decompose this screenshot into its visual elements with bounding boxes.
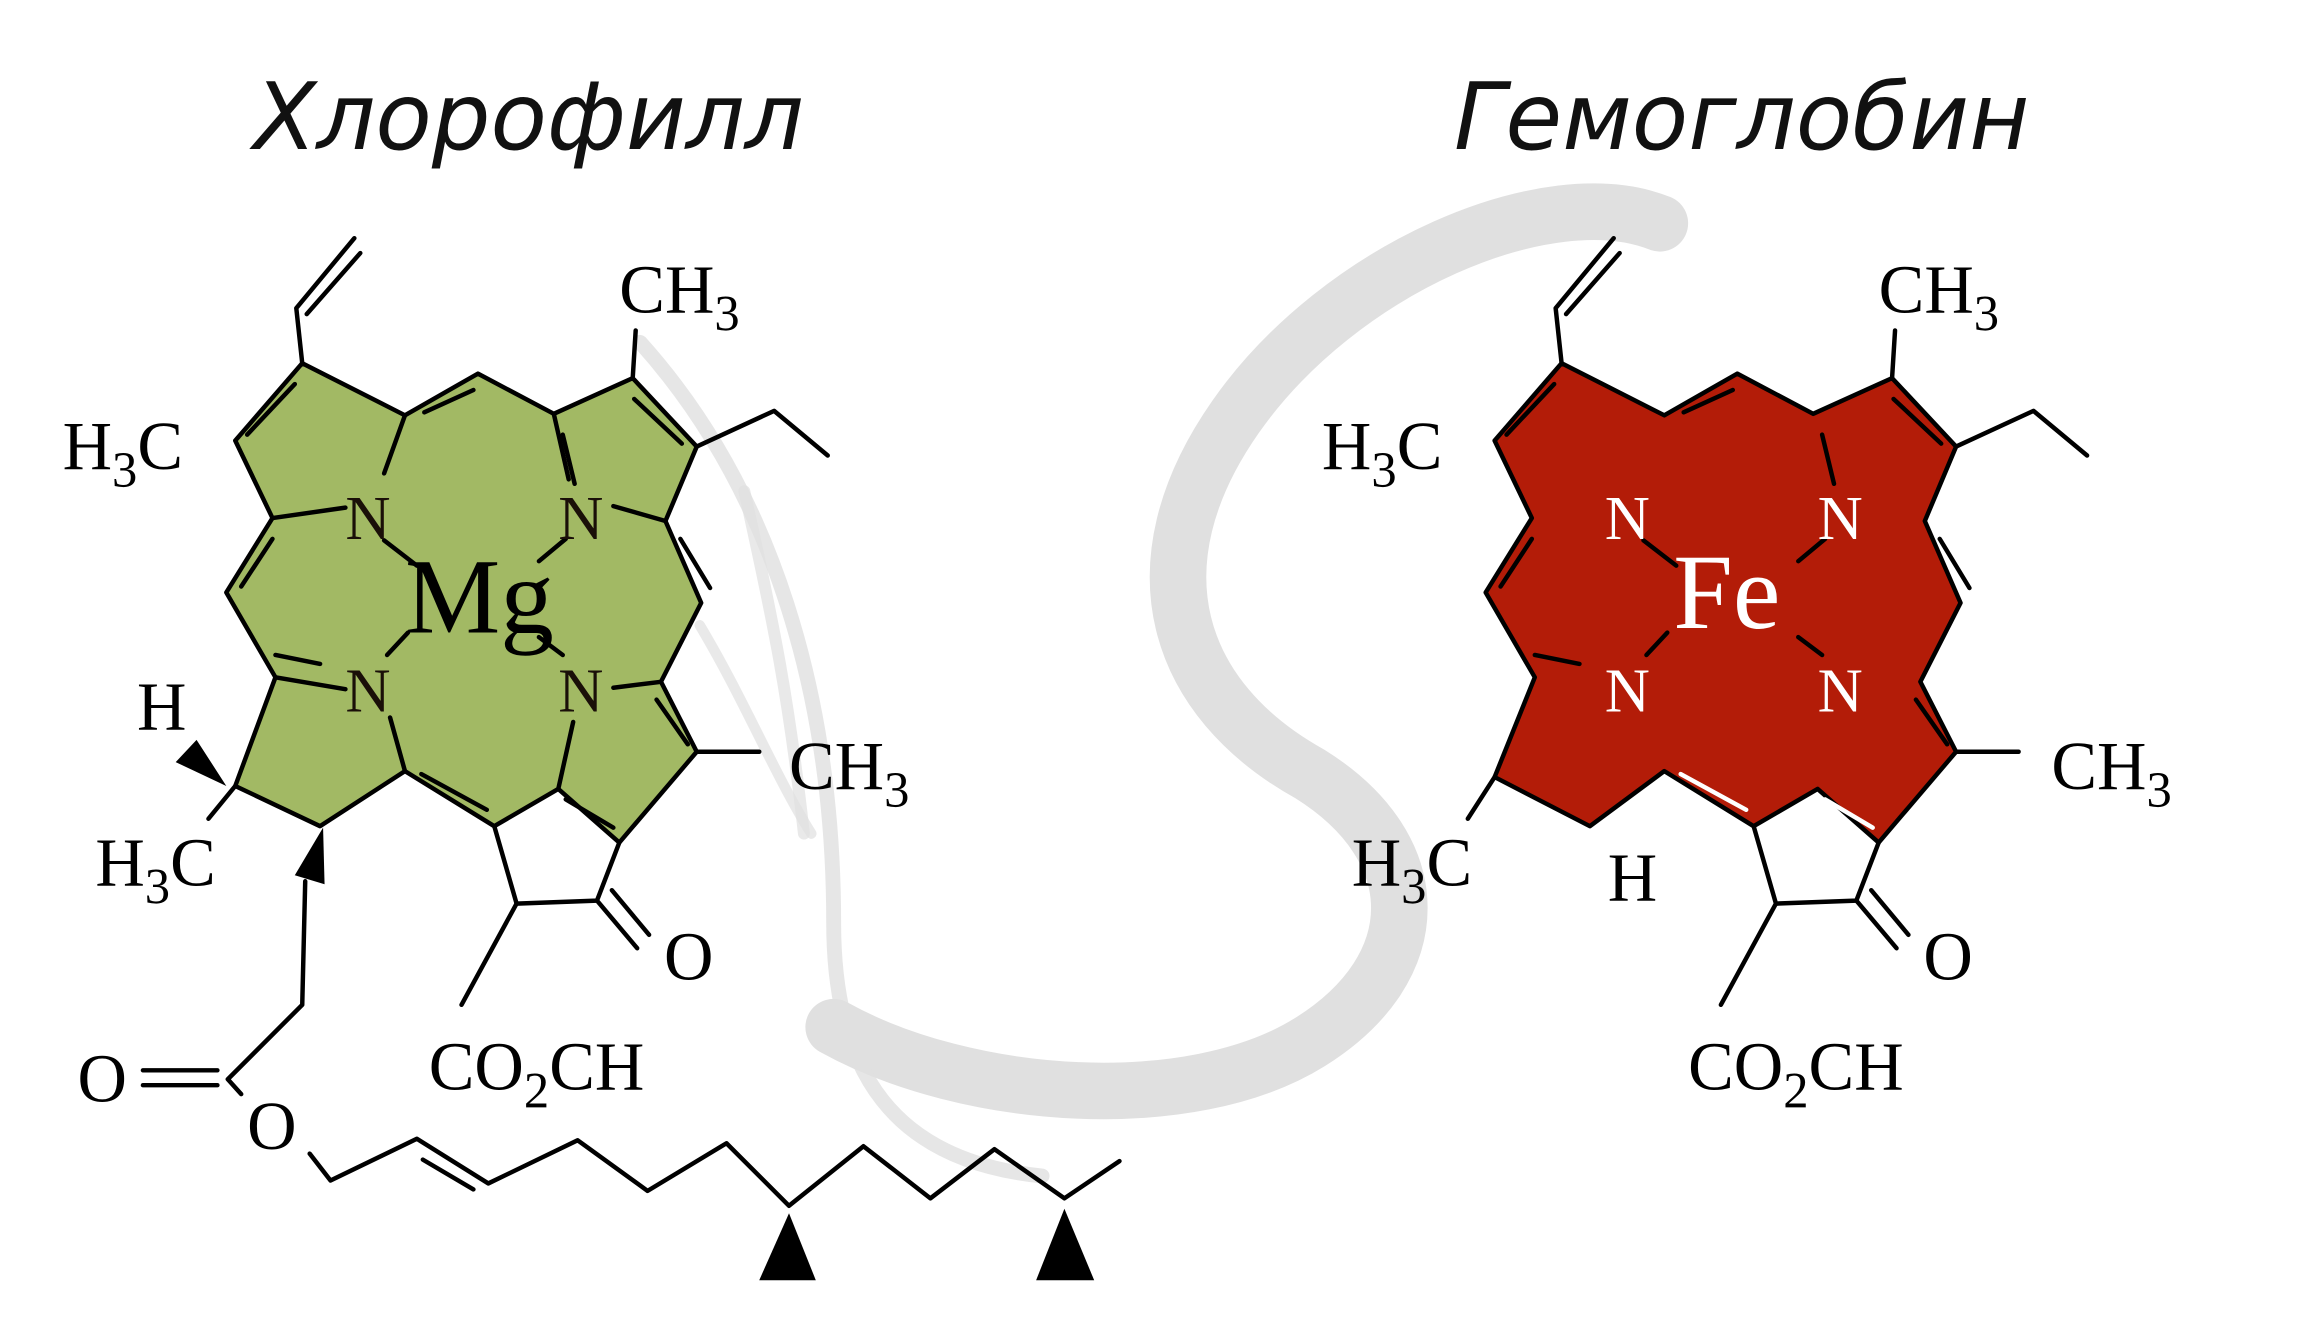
h3c-left-label: H3C [1322, 408, 1442, 498]
h-label: H [137, 668, 186, 744]
chlorophyll-molecule: N N N N Mg CH3 H3C H H3C CH3 O CO2CH O O [63, 235, 1122, 1281]
leaf-watermark-icon [632, 183, 1689, 1184]
stereo-wedge-h [175, 739, 227, 786]
h3c-bottom-label: H3C [95, 825, 215, 915]
nitrogen-label: N [558, 483, 603, 553]
hemoglobin-title: Гемоглобин [1454, 63, 2029, 171]
ketone-o-label: O [1923, 919, 1972, 995]
h3c-bottom-label: H3C [1352, 825, 1472, 915]
h3c-left-label: H3C [63, 408, 183, 498]
nitrogen-label: N [558, 656, 603, 726]
ester-label: CO2CH [429, 1029, 645, 1119]
hemoglobin-macrocycle-fill [1485, 363, 1961, 843]
ch3-top-label: CH3 [619, 252, 739, 342]
ch3-right-label: CH3 [2051, 728, 2171, 818]
stereo-wedge-down [294, 827, 325, 885]
ester-label: CO2CH [1688, 1029, 1904, 1119]
chlorophyll-macrocycle-fill [226, 363, 702, 843]
nitrogen-label: N [345, 483, 390, 553]
nitrogen-label: N [1818, 656, 1863, 726]
chlorophyll-title: Хлорофилл [249, 63, 804, 171]
methyl-wedge-2 [1036, 1208, 1095, 1281]
ch3-right-label: CH3 [789, 728, 909, 818]
hemoglobin-molecule: N N N N Fe CH3 H3C H3C H CH3 O CO2CH [1322, 235, 2172, 1119]
nitrogen-label: N [1605, 483, 1650, 553]
nitrogen-label: N [1818, 483, 1863, 553]
carbonyl-o-label: O [77, 1041, 126, 1117]
ketone-o-label: O [664, 919, 713, 995]
h-label: H [1608, 840, 1657, 916]
nitrogen-label: N [1605, 656, 1650, 726]
nitrogen-label: N [345, 656, 390, 726]
ester-o-label: O [247, 1088, 296, 1164]
ch3-top-label: CH3 [1879, 252, 1999, 342]
methyl-wedge-1 [759, 1213, 816, 1281]
chlorophyll-bonds [140, 235, 1122, 1209]
metal-center-fe: Fe [1673, 533, 1780, 652]
metal-center-mg: Mg [405, 538, 554, 657]
hemoglobin-bonds [1465, 235, 2090, 1008]
